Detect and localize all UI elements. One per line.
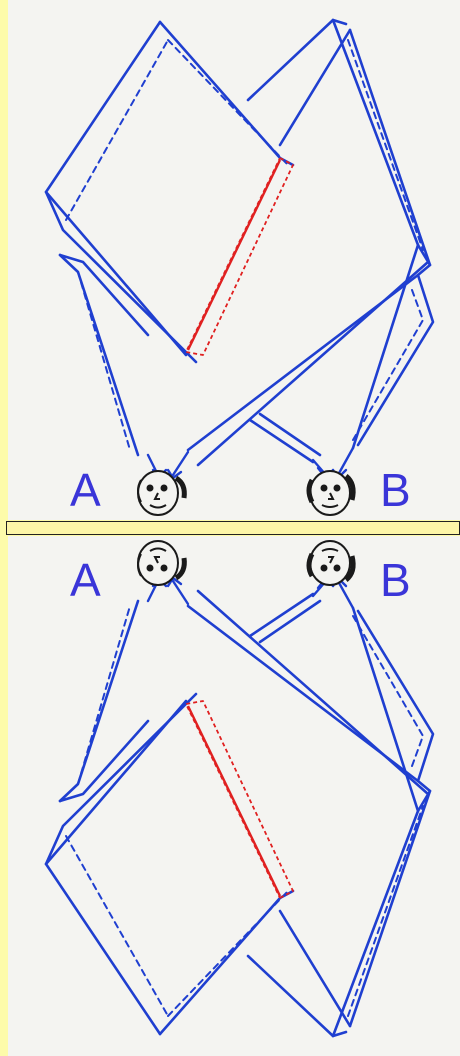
- observer-a-face: [137, 470, 187, 516]
- bottom-label-b: B: [380, 554, 411, 606]
- front-slab: [44, 20, 295, 364]
- top-label-a: A: [70, 464, 101, 516]
- bottom-front-slab: [44, 692, 295, 1036]
- bottom-observer-a-face: [137, 540, 187, 586]
- mirror-strip: [6, 521, 460, 535]
- back-slab: [58, 18, 435, 467]
- bottom-drawing: A B: [44, 540, 435, 1038]
- bottom-back-slab: [58, 589, 435, 1038]
- bottom-observer-b-face: [306, 540, 356, 586]
- bottom-label-a: A: [70, 554, 101, 606]
- bottom-scene: A B: [8, 536, 460, 1056]
- top-scene: A B: [8, 0, 460, 520]
- bottom-highlight-edge: [185, 700, 294, 899]
- top-drawing: A B: [44, 18, 435, 516]
- highlight-edge: [185, 157, 294, 356]
- top-label-b: B: [380, 464, 411, 516]
- observer-b-face: [306, 470, 356, 516]
